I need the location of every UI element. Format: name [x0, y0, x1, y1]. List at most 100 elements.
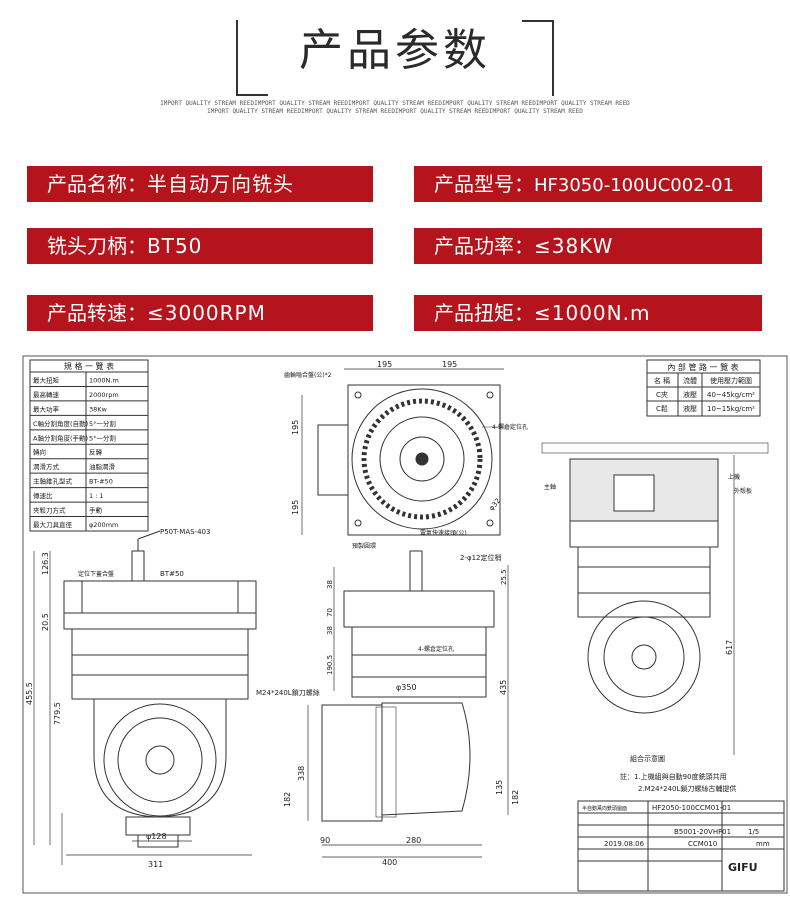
label-locate-cover: 定位下蓋合盤	[78, 570, 114, 578]
piping-row-2-pressure: 10~15kg/cm²	[707, 405, 755, 413]
label-two-locate-pin: 2-φ12定位梢	[460, 553, 502, 562]
dim-70: 70	[326, 608, 334, 617]
label-assembly-view: 組合示意圖	[630, 754, 665, 763]
spec-label: 铣头刀柄：	[47, 234, 147, 258]
spec-value: 半自动万向铣头	[147, 172, 294, 196]
spec-label: 产品功率：	[434, 234, 534, 258]
tagline-line-1: IMPORT QUALITY STREAM REEDIMPORT QUALITY…	[160, 100, 630, 107]
spec-table-value: BT-#50	[89, 478, 113, 486]
right-assembly-view: 上機 主軸 外殼板 617 組合示意圖 註：1.上機組與自動90度銑頭共用 2.…	[541, 442, 769, 793]
spec-power: 产品功率：≤38KW	[414, 228, 762, 264]
spec-torque: 产品扭矩：≤1000N.m	[414, 295, 762, 331]
label-p50t: P50T-MAS-403	[160, 528, 210, 536]
drawing-border	[22, 355, 788, 894]
spec-label: 产品名称：	[47, 172, 147, 196]
spec-table-key: 轉向	[33, 448, 46, 457]
dim-280: 280	[406, 836, 421, 845]
spec-table-value: φ200mm	[89, 521, 118, 529]
dim-25-5: 25.5	[500, 569, 508, 585]
piping-row-2-fluid: 液壓	[683, 404, 697, 413]
label-locate-ring: 預製圓環	[352, 542, 376, 550]
spec-table-value: 反轉	[89, 448, 103, 457]
spec-product-model: 产品型号：HF3050-100UC002-01	[414, 166, 762, 202]
spec-table-value: 2000rpm	[89, 391, 119, 399]
dim-90: 90	[320, 836, 330, 845]
dim-779-5: 779.5	[53, 702, 62, 725]
label-m24: M24*240L鎖刀螺絲	[256, 688, 320, 697]
spec-value: HF3050-100UC002-01	[534, 175, 735, 196]
spec-table-value: 油脂潤滑	[89, 462, 116, 471]
frame-left-bracket	[236, 20, 268, 96]
dim-126-3: 126.3	[41, 552, 50, 575]
dim-38: 38	[326, 580, 334, 589]
spec-tool-holder: 铣头刀柄：BT50	[27, 228, 373, 264]
center-front-view: 2-φ12定位梢 4-螺倉定位孔 φ350 38 70 38 190.5 25.…	[256, 550, 520, 867]
label-outer-housing: 外殼板	[734, 487, 752, 495]
dim-455-5: 455.5	[25, 682, 34, 705]
piping-table: 內 部 管 路 一 覽 表 名 稱 流體 使用壓力範圍 C夾 液壓 40~45k…	[646, 359, 761, 417]
piping-row-1-pressure: 40~45kg/cm²	[707, 391, 755, 399]
dim-135: 135	[495, 780, 504, 795]
spec-table-value: 5°一分割	[89, 433, 116, 442]
label-gear-note: 齒輪嚙合盤(公)*2	[284, 371, 332, 379]
spec-table-value: 1 : 1	[89, 492, 104, 500]
note-1: 註：1.上機組與自動90度銑頭共用	[620, 772, 727, 781]
spec-value: ≤38KW	[534, 234, 614, 258]
dim-38b: 38	[326, 626, 334, 635]
dim-phi350: φ350	[396, 683, 417, 692]
dim-20-5: 20.5	[41, 613, 50, 631]
label-four-locate-hole-2: 4-螺倉定位孔	[418, 645, 454, 653]
spec-table-key: 夾鬆刀方式	[33, 506, 66, 515]
piping-header-fluid: 流體	[683, 376, 697, 385]
spec-value: ≤1000N.m	[534, 301, 651, 325]
dim-400: 400	[382, 858, 397, 867]
spec-speed: 产品转速：≤3000RPM	[27, 295, 373, 331]
spec-table-value: 手動	[89, 506, 103, 515]
spec-label: 产品转速：	[47, 301, 147, 325]
title-block-name: 半自動萬向銑頭圖面	[582, 805, 627, 812]
note-2: 2.M24*240L鎖刀螺絲古輔提供	[638, 784, 736, 793]
label-spindle: 主軸	[544, 483, 556, 491]
dim-617: 617	[725, 640, 734, 655]
title-block-code: CCM010	[688, 840, 717, 848]
spec-table-key: 傳速比	[33, 491, 53, 500]
spec-table-key: 最大扭矩	[33, 375, 60, 384]
title-block-part-no: B5001-20VHF01	[674, 828, 731, 836]
spec-table-key: 潤滑方式	[33, 462, 60, 471]
title-block: 半自動萬向銑頭圖面 HF2050-100CCM01-01 B5001-20VHF…	[577, 800, 785, 892]
title-block-unit: mm	[756, 840, 770, 848]
dim-311: 311	[148, 860, 163, 869]
piping-table-title: 內 部 管 路 一 覽 表	[667, 362, 738, 372]
spec-table-key: 最大功率	[33, 404, 60, 413]
left-side-view: P50T-MAS-403 定位下蓋合盤 BT#50 126.3 20.5 455…	[25, 528, 257, 869]
title-block-drawing-no: HF2050-100CCM01-01	[652, 804, 731, 812]
spec-product-name: 产品名称：半自动万向铣头	[27, 166, 373, 202]
spec-table-key: 最大刀具直徑	[33, 520, 73, 529]
spec-label: 产品扭矩：	[434, 301, 534, 325]
spec-table-key: 最高轉速	[33, 390, 60, 399]
spec-table-key: C軸分割角度(自動)	[33, 419, 88, 428]
title-block-scale: 1/5	[748, 828, 759, 836]
tagline-line-2: IMPORT QUALITY STREAM REEDIMPORT QUALITY…	[207, 108, 583, 115]
dim-190-5: 190.5	[326, 655, 334, 675]
page-title: 产品参数	[299, 25, 491, 76]
piping-row-1-fluid: 液壓	[683, 390, 697, 399]
dim-182: 182	[283, 792, 292, 807]
gifu-logo: GIFU	[728, 861, 758, 874]
spec-table-key: A軸分割角度(手動)	[33, 433, 88, 442]
spec-value: BT50	[147, 234, 203, 258]
dim-182b: 182	[511, 790, 520, 805]
center-top-view: 195 195 齒輪嚙合盤(公)*2 195 195 4-螺倉定位孔 φ32 預…	[284, 360, 528, 550]
label-bt50: BT#50	[160, 570, 184, 578]
dim-338: 338	[297, 766, 306, 781]
title-frame	[236, 20, 554, 96]
dim-195-top: 195	[377, 360, 392, 369]
piping-header-name: 名 稱	[654, 376, 670, 385]
spec-label: 产品型号：	[434, 172, 534, 196]
frame-right-bracket	[522, 20, 554, 96]
title-block-date: 2019.08.06	[604, 840, 645, 848]
dim-195-top-right: 195	[442, 360, 457, 369]
